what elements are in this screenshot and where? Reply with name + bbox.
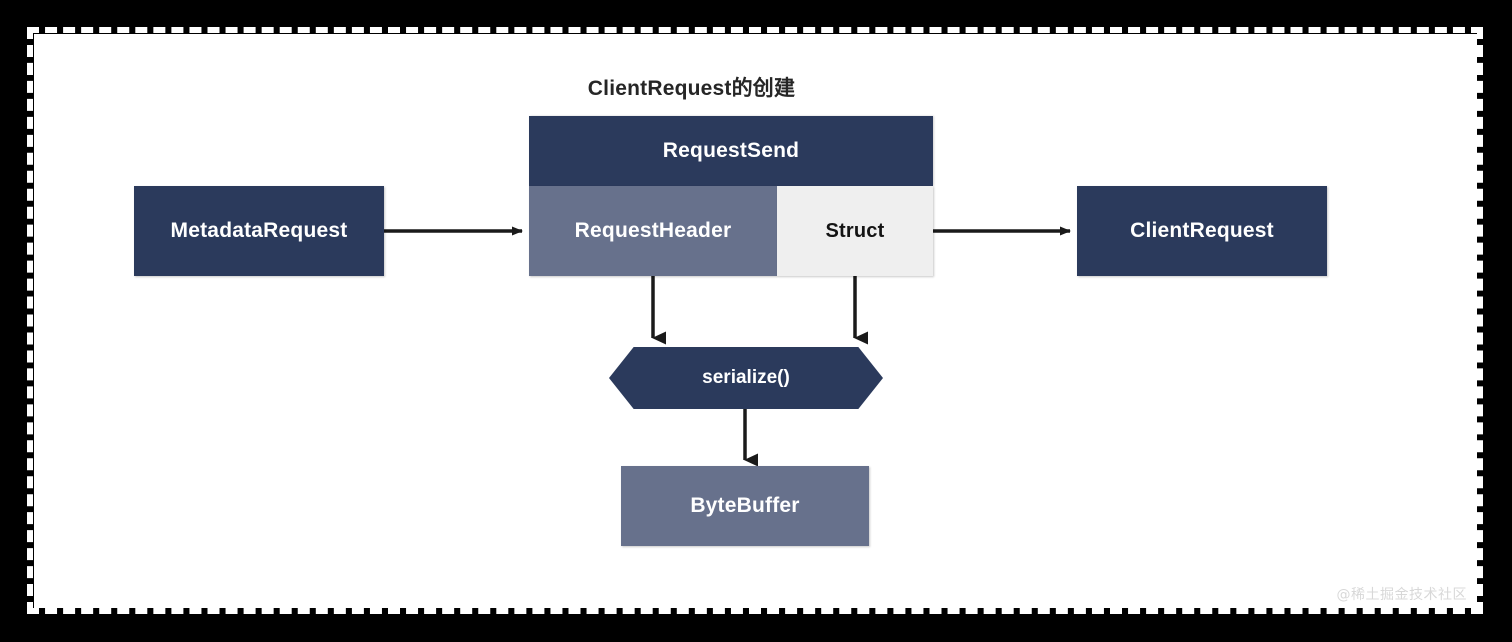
node-struct-label: Struct (825, 219, 885, 242)
node-byte-buffer-label: ByteBuffer (690, 494, 800, 517)
node-serialize-label: serialize() (702, 367, 790, 388)
dashed-border-frame (27, 27, 1483, 614)
node-serialize[interactable]: serialize() (609, 347, 883, 409)
diagram-canvas: ClientRequest的创建 (34, 34, 1477, 608)
diagram-title-text: ClientRequest的创建 (587, 77, 796, 100)
node-group-request-send: RequestSend RequestHeader Struct (529, 116, 933, 276)
node-request-send[interactable]: RequestSend (529, 116, 933, 186)
node-request-send-label: RequestSend (662, 139, 800, 162)
node-byte-buffer[interactable]: ByteBuffer (621, 466, 869, 546)
node-client-request[interactable]: ClientRequest (1077, 186, 1327, 276)
node-metadata-request[interactable]: MetadataRequest (134, 186, 384, 276)
node-struct[interactable]: Struct (777, 186, 933, 276)
diagram-title: ClientRequest的创建 (34, 72, 1477, 102)
watermark: @稀土掘金技术社区 (1336, 587, 1467, 603)
node-request-header-label: RequestHeader (574, 219, 732, 242)
node-request-header[interactable]: RequestHeader (529, 186, 777, 276)
node-metadata-request-label: MetadataRequest (170, 219, 348, 242)
node-client-request-label: ClientRequest (1130, 219, 1274, 242)
